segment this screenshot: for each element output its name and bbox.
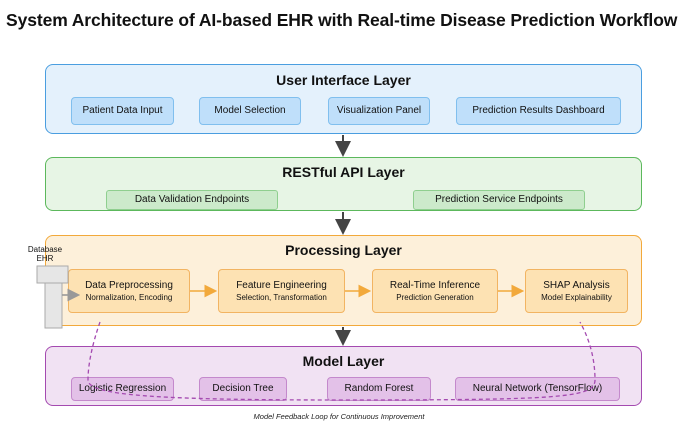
shap-analysis-box: SHAP Analysis Model Explainability <box>525 269 628 313</box>
feature-engineering-sub: Selection, Transformation <box>236 293 327 303</box>
real-time-inference-box: Real-Time Inference Prediction Generatio… <box>372 269 498 313</box>
shap-analysis-label: SHAP Analysis <box>543 279 610 291</box>
model-layer: Model Layer Logistic Regression Decision… <box>45 346 642 406</box>
restful-api-layer: RESTful API Layer Data Validation Endpoi… <box>45 157 642 211</box>
database-label: Database <box>27 245 63 254</box>
model-selection-box: Model Selection <box>199 97 301 125</box>
prediction-results-dashboard-box: Prediction Results Dashboard <box>456 97 621 125</box>
patient-data-input-box: Patient Data Input <box>71 97 174 125</box>
ehr-label: EHR <box>36 254 54 263</box>
processing-layer: Processing Layer Data Preprocessing Norm… <box>45 235 642 326</box>
data-validation-endpoints-box: Data Validation Endpoints <box>106 190 278 210</box>
model-layer-title: Model Layer <box>302 353 385 369</box>
visualization-panel-box: Visualization Panel <box>328 97 430 125</box>
neural-network-box: Neural Network (TensorFlow) <box>455 377 620 401</box>
real-time-inference-sub: Prediction Generation <box>396 293 474 303</box>
data-preprocessing-box: Data Preprocessing Normalization, Encodi… <box>68 269 190 313</box>
feature-engineering-box: Feature Engineering Selection, Transform… <box>218 269 345 313</box>
data-preprocessing-label: Data Preprocessing <box>85 279 173 291</box>
user-interface-layer: User Interface Layer Patient Data Input … <box>45 64 642 134</box>
prediction-service-endpoints-box: Prediction Service Endpoints <box>413 190 585 210</box>
diagram-title: System Architecture of AI-based EHR with… <box>6 10 678 30</box>
data-preprocessing-sub: Normalization, Encoding <box>85 293 173 303</box>
database-ehr-label: Database EHR <box>20 245 70 263</box>
feedback-loop-caption: Model Feedback Loop for Continuous Impro… <box>253 412 425 421</box>
real-time-inference-label: Real-Time Inference <box>389 279 481 291</box>
random-forest-box: Random Forest <box>327 377 431 401</box>
decision-tree-box: Decision Tree <box>199 377 287 401</box>
ui-layer-title: User Interface Layer <box>276 72 411 88</box>
api-layer-title: RESTful API Layer <box>282 164 405 180</box>
feature-engineering-label: Feature Engineering <box>236 279 327 291</box>
logistic-regression-box: Logistic Regression <box>71 377 174 401</box>
processing-layer-title: Processing Layer <box>285 242 402 258</box>
shap-analysis-sub: Model Explainability <box>541 293 612 303</box>
